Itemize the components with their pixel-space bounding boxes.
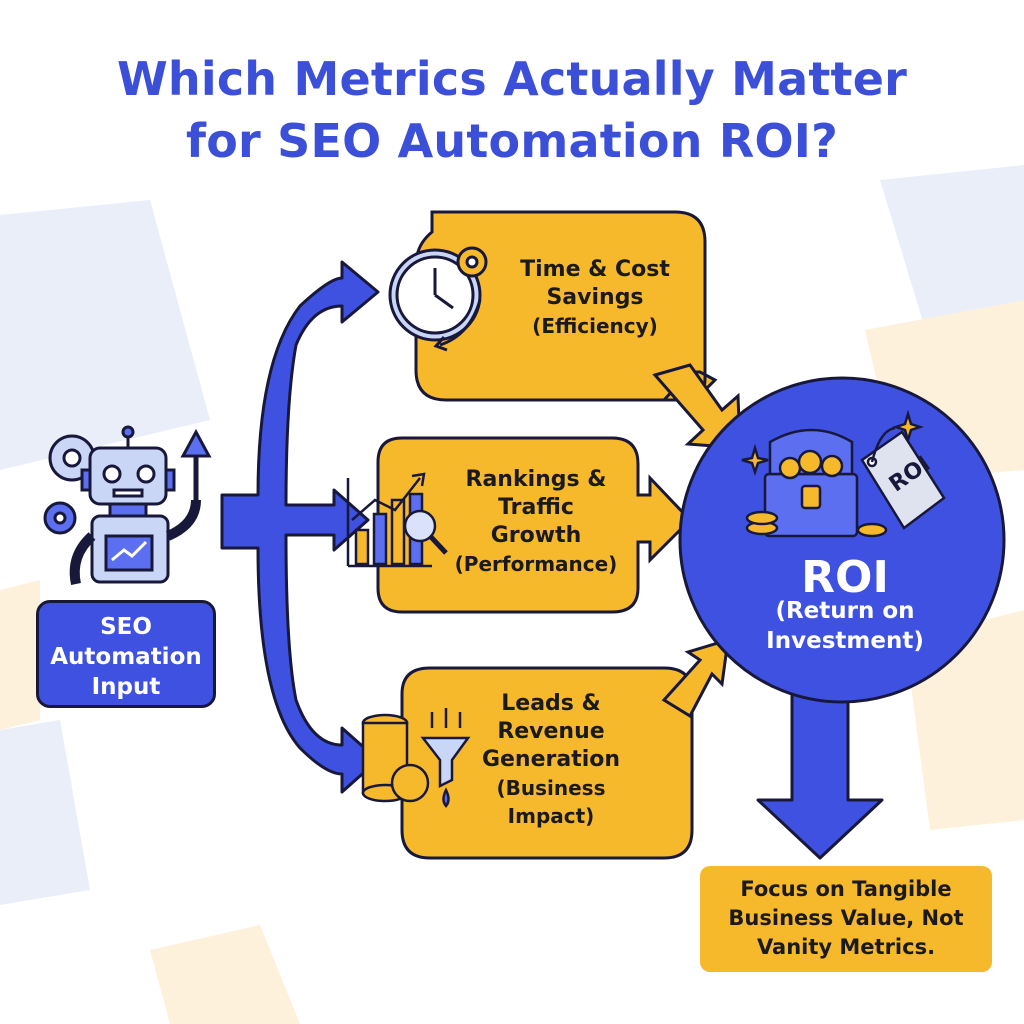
metric-label-performance: Rankings & Traffic Growth (Performance) xyxy=(448,466,624,578)
metric-3-line-2: Revenue xyxy=(497,719,605,744)
metric-3-line-3: Generation xyxy=(481,747,621,772)
title-line-2: for SEO Automation ROI? xyxy=(186,114,838,168)
footer-line-1: Focus on Tangible xyxy=(740,877,952,901)
metric-2-line-1: Rankings & xyxy=(465,467,607,492)
roi-title: ROI xyxy=(801,552,889,603)
input-label-box: SEO Automation Input xyxy=(36,600,216,708)
metric-box-efficiency xyxy=(414,210,742,450)
metric-1-line-2: Savings xyxy=(546,285,644,310)
roi-sub-line-1: (Return on xyxy=(775,598,915,624)
metric-3-sub-2: Impact) xyxy=(507,804,595,828)
footer-message: Focus on Tangible Business Value, Not Va… xyxy=(700,866,992,972)
coins-funnel-icon xyxy=(361,708,471,808)
robot-gears-icon xyxy=(43,425,212,586)
metric-2-line-2: Traffic xyxy=(498,495,574,520)
metric-box-performance xyxy=(376,436,693,614)
footer-line-2: Business Value, Not xyxy=(728,906,964,930)
page-title: Which Metrics Actually Matter for SEO Au… xyxy=(0,48,1024,172)
metric-2-line-3: Growth xyxy=(490,523,582,548)
metric-box-impact xyxy=(400,637,730,860)
footer-line-3: Vanity Metrics. xyxy=(756,935,936,959)
title-line-1: Which Metrics Actually Matter xyxy=(116,52,908,106)
metric-3-sub-1: (Business xyxy=(496,776,606,800)
metric-label-efficiency: Time & Cost Savings (Efficiency) xyxy=(500,256,690,340)
input-line-1: SEO xyxy=(100,614,152,640)
metric-2-sub: (Performance) xyxy=(454,552,618,576)
metric-1-line-1: Time & Cost xyxy=(520,257,670,282)
input-line-3: Input xyxy=(91,674,161,700)
metric-1-sub: (Efficiency) xyxy=(532,314,658,338)
metric-3-line-1: Leads & xyxy=(501,691,601,716)
trunk-arrow xyxy=(220,260,380,794)
treasure-chest-icon xyxy=(741,409,946,538)
roi-subtitle: (Return on Investment) xyxy=(728,596,962,656)
metric-label-impact: Leads & Revenue Generation (Business Imp… xyxy=(466,690,636,830)
bar-chart-magnifier-icon xyxy=(346,472,448,568)
input-line-2: Automation xyxy=(50,644,202,670)
clock-gear-icon xyxy=(388,246,488,352)
roi-sub-line-2: Investment) xyxy=(766,628,924,654)
